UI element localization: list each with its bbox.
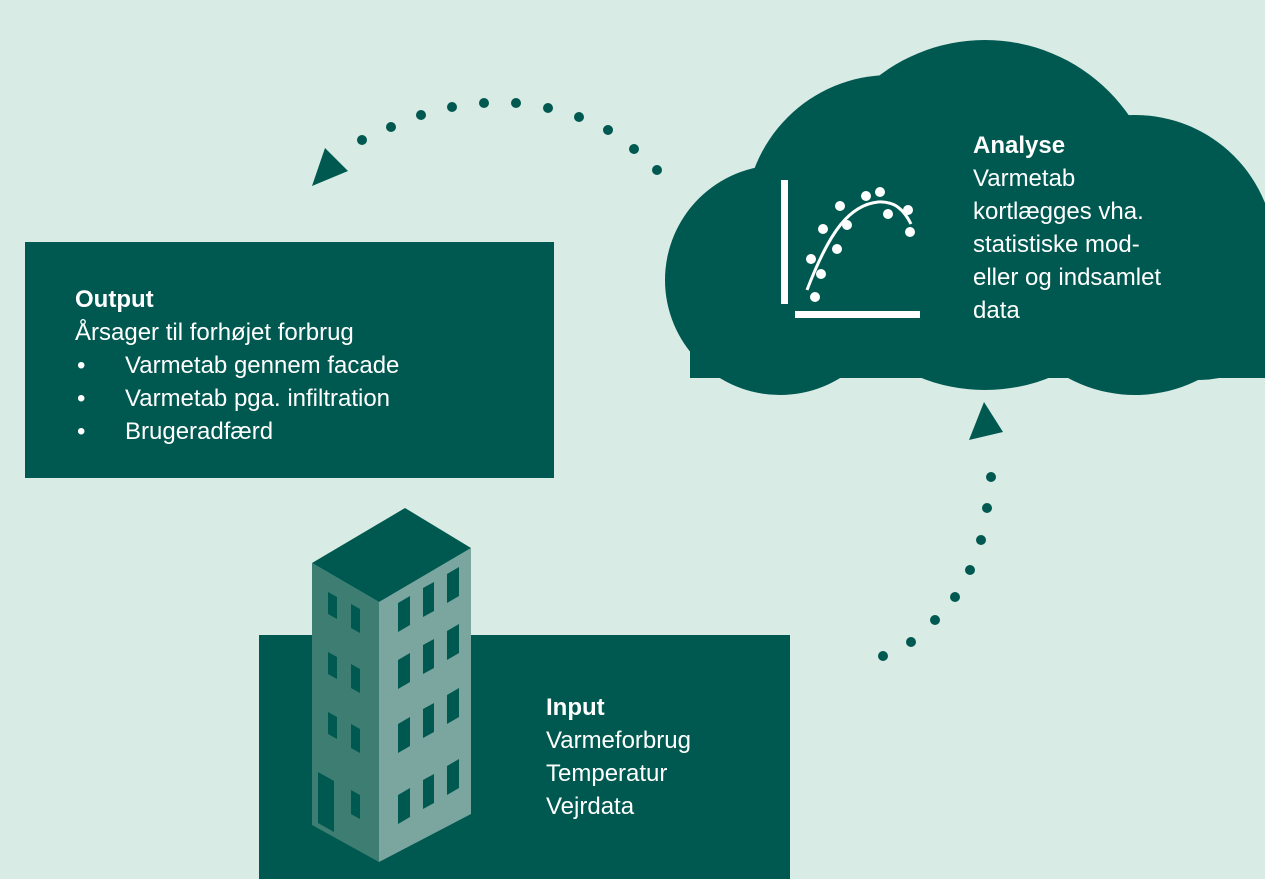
output-box [25, 242, 554, 478]
analyse-title: Analyse [973, 132, 1066, 159]
input-line: Temperatur [546, 760, 668, 787]
output-subtitle: Årsager til forhøjet forbrug [75, 319, 354, 346]
arrow-analyse-to-output [312, 98, 662, 186]
arrow-input-to-analyse [878, 402, 1003, 661]
analyse-cloud [665, 40, 1265, 395]
bullet-symbol: • [77, 385, 86, 412]
analyse-line: eller og indsamlet [973, 264, 1162, 291]
analyse-line: Varmetab [973, 165, 1076, 192]
input-line: Vejrdata [546, 793, 635, 820]
output-item-1: • Varmetab gennem facade [75, 349, 545, 382]
output-item-label: Varmetab gennem facade [125, 352, 400, 379]
bullet-symbol: • [77, 418, 86, 445]
scatter-chart-icon [781, 180, 920, 318]
analyse-text: Analyse Varmetab kortlægges vha. statist… [973, 129, 1233, 327]
input-text: Input Varmeforbrug Temperatur Vejrdata [546, 691, 766, 823]
building-icon [312, 508, 471, 862]
output-text: Output Årsager til forhøjet forbrug • Va… [75, 283, 545, 448]
output-item-label: Varmetab pga. infiltration [125, 385, 391, 412]
analyse-line: kortlægges vha. [973, 198, 1144, 225]
bullet-symbol: • [77, 352, 86, 379]
arrow-head-icon [969, 402, 1003, 440]
analyse-line: data [973, 297, 1020, 324]
input-line: Varmeforbrug [546, 727, 691, 754]
output-item-2: • Varmetab pga. infiltration [75, 382, 545, 415]
output-title: Output [75, 286, 154, 313]
input-title: Input [546, 694, 605, 721]
output-item-3: • Brugeradfærd [75, 415, 545, 448]
output-item-label: Brugeradfærd [125, 418, 274, 445]
analyse-line: statistiske mod- [973, 231, 1140, 258]
arrow-head-icon [312, 148, 348, 186]
